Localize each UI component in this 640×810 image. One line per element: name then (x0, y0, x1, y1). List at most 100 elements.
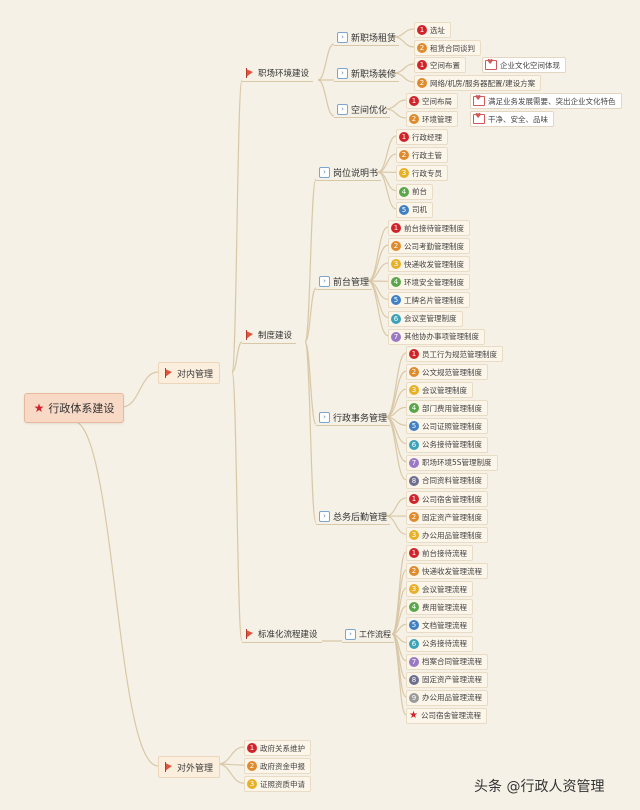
leaf-item-label: 公务接待流程 (422, 639, 467, 648)
leaf-item-label: 环境安全管理制度 (404, 277, 464, 287)
leaf-item-label: 行政专员 (412, 168, 442, 178)
priority-badge: 3 (391, 259, 401, 270)
topic-jobs[interactable]: › 岗位说明书 (316, 164, 382, 181)
note-optimize-2-text: 干净、安全、品味 (488, 114, 548, 124)
connector (377, 171, 397, 210)
star-icon: ★ (33, 401, 45, 415)
watermark: 头条 @行政人资管理 (474, 779, 605, 795)
priority-badge: 4 (409, 403, 419, 414)
leaf-item[interactable]: ★公司宿舍管理流程 (406, 707, 487, 724)
topic-external[interactable]: 对外管理 (158, 756, 221, 778)
leaf-item-label: 档案合同管理流程 (422, 657, 482, 667)
topic-rent[interactable]: › 新职场租赁 (334, 29, 400, 46)
note-optimize-1: 满足业务发展需要、突出企业文化特色 (470, 93, 622, 109)
connector (391, 633, 407, 716)
topic-optimize[interactable]: › 空间优化 (334, 101, 391, 118)
topic-flow[interactable]: › 工作流程 (342, 626, 394, 643)
priority-badge: 2 (247, 761, 257, 772)
priority-badge: 1 (417, 25, 427, 35)
topic-system-label: 制度建设 (258, 331, 293, 341)
note-decor-text: 企业文化空间体现 (500, 60, 560, 70)
flag-icon (165, 762, 172, 772)
priority-badge: 5 (409, 620, 419, 631)
leaf-item-label: 空间布局 (422, 96, 452, 106)
topic-front[interactable]: › 前台管理 (316, 273, 373, 290)
priority-badge: 5 (399, 204, 409, 215)
priority-badge: 2 (409, 566, 419, 577)
priority-badge: 8 (409, 475, 419, 486)
topic-logistics[interactable]: › 总务后勤管理 (316, 508, 391, 525)
topic-decor[interactable]: › 新职场装修 (334, 65, 400, 82)
priority-badge: 5 (391, 295, 401, 306)
leaf-item-label: 前台接待流程 (422, 548, 467, 558)
priority-badge: 1 (409, 349, 419, 359)
topic-logistics-label: 总务后勤管理 (333, 512, 388, 523)
leaf-item-label: 办公用品管理流程 (422, 693, 482, 703)
topic-admin[interactable]: › 行政事务管理 (316, 409, 391, 426)
topic-system[interactable]: 制度建设 (242, 327, 297, 344)
connector (231, 371, 243, 642)
priority-badge: 2 (409, 114, 419, 124)
leaf-item-label: 工牌名片管理制度 (404, 295, 464, 305)
topic-process[interactable]: 标准化流程建设 (242, 626, 322, 643)
leaf-item-label: 公司证照管理制度 (422, 421, 482, 431)
leaf-item-label: 其他协办事项管理制度 (404, 332, 479, 342)
root-label: 行政体系建设 (48, 402, 115, 415)
root-topic[interactable]: ★ 行政体系建设 (24, 393, 124, 423)
note-decor: 企业文化空间体现 (482, 57, 566, 73)
topic-internal[interactable]: 对内管理 (158, 362, 221, 384)
leaf-item-label: 合同资料管理制度 (422, 476, 482, 486)
connector (385, 416, 407, 481)
leaf-item-label: 会议管理制度 (422, 385, 467, 395)
chevron-right-icon: › (319, 275, 330, 287)
connector (72, 420, 159, 767)
topic-env[interactable]: 职场环境建设 (242, 65, 314, 82)
chevron-right-icon: › (345, 628, 356, 640)
leaf-item-label: 公司宿舍管理制度 (422, 494, 482, 504)
connector (304, 287, 317, 343)
connector (304, 341, 317, 524)
leaf-item-label: 文档管理流程 (422, 620, 467, 630)
